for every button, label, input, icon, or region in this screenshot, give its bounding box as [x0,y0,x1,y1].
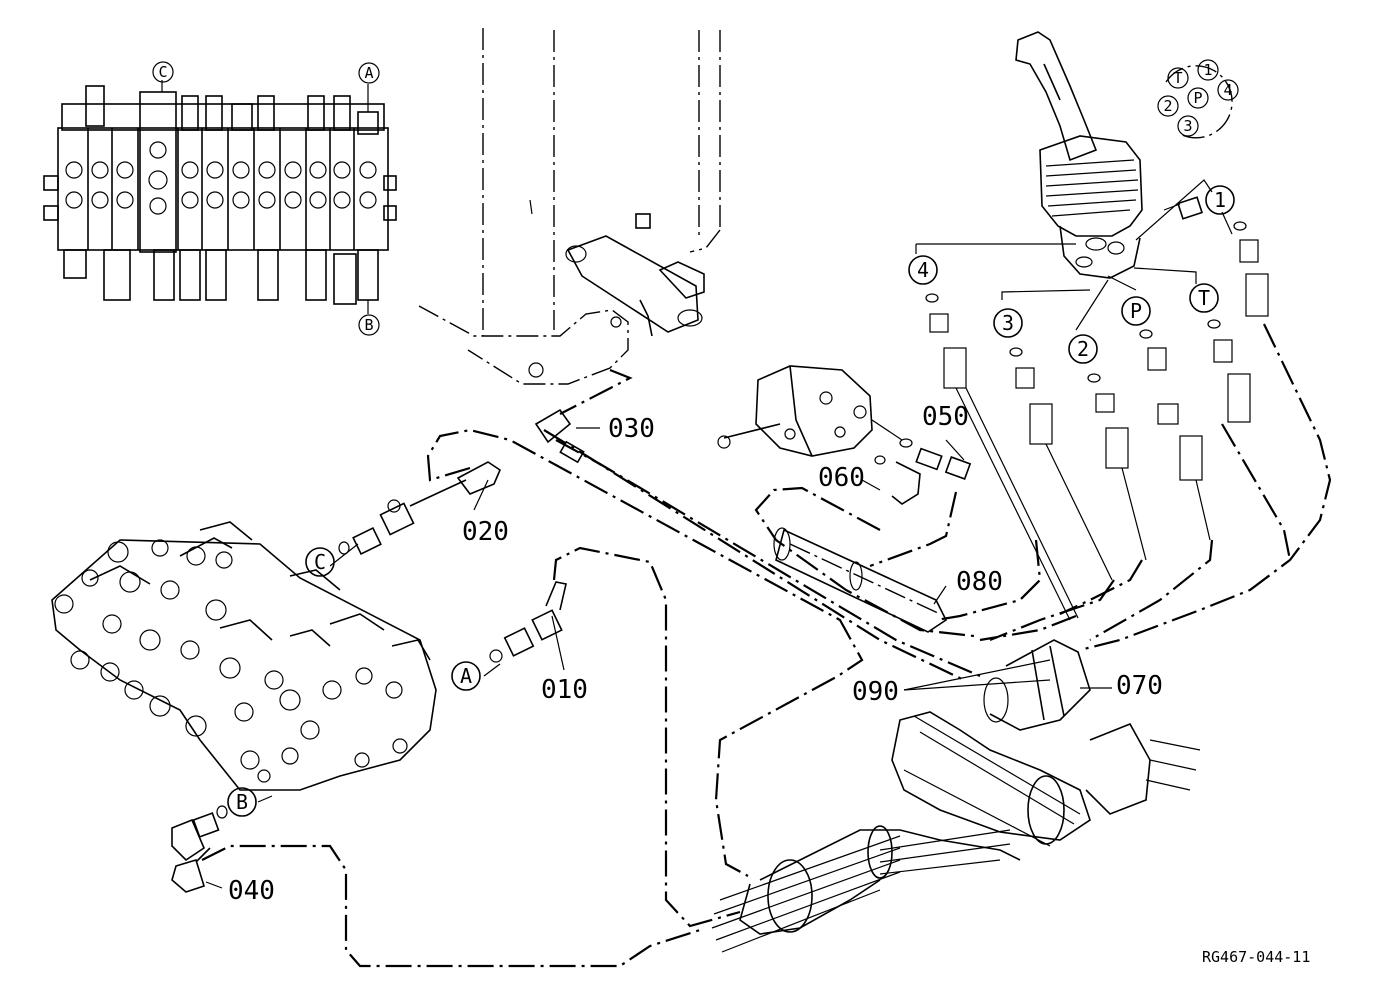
svg-text:B: B [236,790,248,814]
hose-bundle-clamps [711,639,1201,953]
svg-text:A: A [460,664,472,688]
svg-text:C: C [158,63,167,81]
protective-tube-080 [773,527,948,633]
svg-text:P: P [1130,299,1142,323]
port-label-2: 2 [1068,334,1098,364]
inset-port-label-c: C [152,61,174,83]
fitting-030 [534,408,585,464]
part-label-080: 080 [956,567,1003,597]
port-label-3: 3 [993,308,1023,338]
port-label-a: A [451,661,481,691]
part-label-020: 020 [462,517,509,547]
svg-text:3: 3 [1183,117,1192,135]
port-b-fitting [171,805,228,893]
svg-text:1: 1 [1203,61,1212,79]
seat-frame-outline [418,28,721,385]
part-label-090: 090 [852,677,899,707]
joystick-port-fittings [925,221,1269,621]
joystick-port-leaders [915,179,1233,331]
port-c-fitting [338,461,501,555]
part-label-040: 040 [228,876,275,906]
part-label-030: 030 [608,414,655,444]
svg-text:2: 2 [1077,337,1089,361]
port-pattern-diagram: T 1 P 4 2 3 [1157,59,1239,139]
part-label-010: 010 [541,675,588,705]
port-label-1: 1 [1205,185,1235,215]
control-valve-block [51,521,437,791]
part-label-050: 050 [922,402,969,432]
svg-text:4: 4 [917,258,929,282]
part-label-060: 060 [818,463,865,493]
part-label-070: 070 [1116,671,1163,701]
port-label-4: 4 [908,255,938,285]
svg-text:P: P [1193,89,1202,107]
port-label-b: B [227,787,257,817]
hose-lines [201,323,1332,968]
port-label-c: C [305,547,335,577]
svg-text:C: C [314,550,326,574]
svg-text:T: T [1198,286,1210,310]
svg-text:B: B [364,316,373,334]
pilot-shutoff-valve [717,365,972,505]
control-valve-front-view [43,80,397,314]
port-a-fitting [489,581,567,663]
svg-text:A: A [364,64,373,82]
svg-text:1: 1 [1214,188,1226,212]
drawing-reference-code: RG467-044-11 [1202,948,1310,966]
port-label-t: T [1189,283,1219,313]
svg-text:3: 3 [1002,311,1014,335]
callout-leaders [205,427,1112,889]
pilot-joystick [1015,31,1203,279]
svg-text:4: 4 [1223,81,1232,99]
inset-port-label-b: B [358,314,380,336]
inset-port-label-a: A [358,62,380,84]
port-label-p: P [1121,296,1151,326]
svg-text:T: T [1173,69,1182,87]
svg-text:2: 2 [1163,97,1172,115]
